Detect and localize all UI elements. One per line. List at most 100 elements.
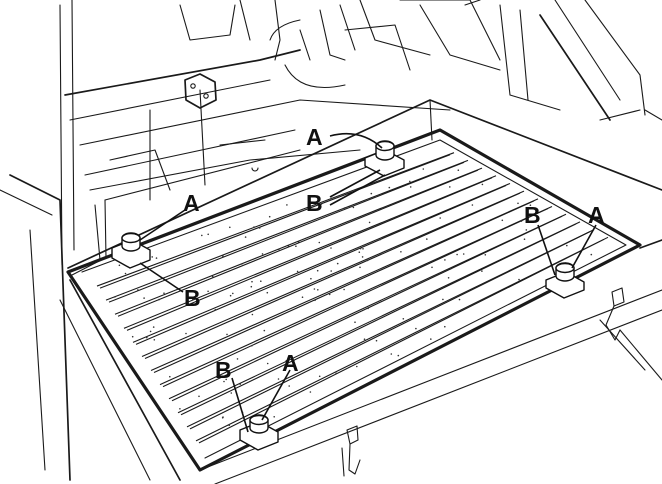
callout-b-right: B: [524, 202, 541, 228]
wood-grain-dot: [236, 358, 239, 360]
wood-grain-dot: [137, 289, 139, 291]
wood-grain-dot: [481, 270, 483, 272]
wood-grain-dot: [529, 204, 532, 206]
board-seam: [159, 206, 553, 386]
wood-grain-dot: [336, 262, 339, 265]
wood-grain-dot: [449, 186, 451, 188]
wood-grain-dot: [402, 318, 405, 320]
leader-lines: [139, 132, 597, 433]
wood-grain-dot: [277, 378, 280, 380]
wood-grain-dot: [253, 226, 255, 228]
callout-a-top: A: [306, 124, 323, 150]
wood-grain-dot: [462, 253, 465, 255]
wood-grain-dot: [314, 299, 316, 302]
wood-grain-dot: [517, 202, 519, 205]
wood-grain-dot: [251, 313, 254, 316]
board-seam: [141, 190, 525, 357]
wood-grain-dot: [232, 292, 234, 295]
wood-grain-dot: [241, 263, 243, 265]
callout-a-left: A: [183, 190, 200, 216]
wood-grain-dot: [278, 248, 280, 251]
wood-grain-dot: [118, 264, 121, 267]
wood-grain-dot: [114, 296, 116, 298]
wood-grain-dot: [317, 289, 319, 291]
board-edge: [117, 169, 479, 317]
callout-b-left: B: [184, 285, 201, 311]
wood-grain-dot: [250, 285, 253, 288]
wood-grain-dot: [229, 226, 231, 229]
wood-grain-dot: [442, 298, 444, 301]
tray-boards: [96, 152, 609, 444]
wood-grain-dot: [415, 327, 417, 330]
wood-grain-dot: [330, 197, 333, 200]
wood-grain-dot: [430, 338, 432, 340]
wood-grain-dot: [352, 206, 355, 209]
wood-grain-dot: [301, 296, 304, 299]
wood-grain-dot: [295, 245, 297, 247]
wood-grain-dot: [367, 307, 369, 310]
board-edge: [99, 154, 451, 289]
wood-grain-dot: [143, 297, 145, 299]
wood-grain-dot: [520, 220, 523, 222]
wood-grain-dot: [458, 298, 461, 301]
wood-grain-dot: [169, 375, 171, 378]
wood-grain-dot: [397, 354, 400, 357]
wood-grain-dot: [228, 424, 230, 427]
wood-grain-dot: [185, 332, 187, 335]
wood-grain-dot: [146, 336, 148, 339]
wood-grain-dot: [158, 298, 160, 301]
wood-grain-dot: [244, 236, 247, 238]
callout-b-top: B: [306, 190, 323, 216]
wood-grain-dot: [390, 353, 393, 355]
wood-grain-dot: [431, 266, 433, 269]
clamp-left: [111, 232, 151, 269]
wood-grain-dot: [523, 238, 526, 240]
wood-grain-dot: [239, 383, 241, 385]
board-seam: [168, 213, 567, 400]
board-seam: [114, 167, 483, 315]
wood-grain-dot: [222, 255, 224, 257]
wood-grain-dot: [444, 259, 446, 261]
wood-grain-dot: [153, 339, 156, 341]
wood-grain-dot: [266, 362, 269, 365]
wood-grain-dot: [330, 247, 332, 249]
wood-grain-dot: [266, 291, 269, 294]
wood-grain-dot: [457, 169, 460, 171]
wood-grain-dot: [214, 308, 217, 311]
wood-grain-dot: [375, 339, 378, 342]
wood-grain-dot: [318, 241, 321, 244]
wood-grain-dot: [251, 280, 253, 283]
board-edge: [108, 161, 465, 303]
wood-grain-dot: [471, 204, 474, 206]
board-seam: [177, 221, 581, 414]
wood-grain-dot: [229, 294, 232, 297]
wood-grain-dot: [354, 321, 356, 324]
wood-grain-dot: [343, 207, 346, 209]
wood-grain-dot: [223, 380, 225, 383]
wood-grain-dot: [456, 253, 458, 256]
wood-grain-dot: [328, 293, 331, 296]
wood-grain-dot: [359, 247, 362, 250]
wood-grain-dot: [263, 329, 266, 332]
wood-grain-dot: [330, 270, 333, 272]
clamp-bottom: [239, 414, 279, 451]
wood-grain-dot: [155, 257, 158, 259]
wood-grain-dot: [363, 338, 366, 341]
wood-grain-dot: [358, 251, 361, 253]
wood-grain-dot: [226, 333, 228, 336]
wood-grain-dot: [230, 392, 233, 394]
wood-grain-dot: [368, 221, 371, 224]
callout-b-bottom: B: [215, 357, 232, 383]
wood-grain-dot: [359, 266, 361, 269]
wood-grain-dot: [273, 416, 276, 418]
board-edge: [198, 238, 605, 444]
wood-grain-dot: [439, 217, 442, 219]
wood-grain-dot: [293, 359, 295, 362]
wood-grain-dot: [320, 203, 323, 205]
wood-grain-dot: [309, 391, 312, 393]
wood-grain-dot: [310, 277, 312, 280]
wood-grain-dot: [251, 344, 253, 347]
wood-grain-dot: [335, 372, 338, 375]
